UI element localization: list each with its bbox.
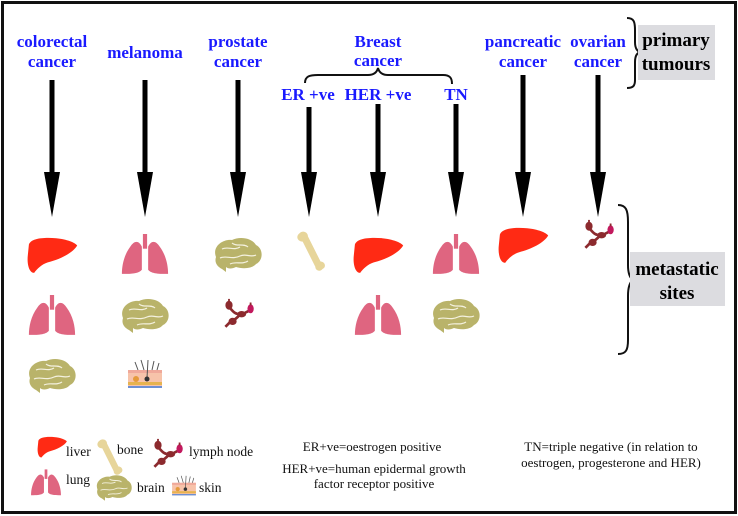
cancer-label-colorectal: cancer bbox=[28, 52, 77, 71]
brain-icon bbox=[432, 298, 481, 334]
lymph-node-icon bbox=[584, 218, 616, 250]
cancer-label-colorectal: colorectal bbox=[17, 32, 88, 51]
liver-icon bbox=[353, 237, 404, 273]
arrow-head bbox=[370, 172, 386, 217]
note-tn-line1: TN=triple negative (in relation to bbox=[524, 439, 697, 454]
arrow-head bbox=[230, 172, 246, 217]
note-er: ER+ve=oestrogen positive bbox=[303, 439, 442, 454]
note-tn-line2: oestrogen, progesterone and HER) bbox=[521, 455, 701, 470]
legend-lung-label: lung bbox=[66, 472, 90, 487]
breast-brace bbox=[304, 67, 453, 85]
cancer-label-pancreatic: cancer bbox=[499, 52, 548, 71]
legend-lymph-node-icon bbox=[153, 437, 185, 469]
arrow-shaft bbox=[375, 104, 381, 172]
legend-lung-icon bbox=[31, 469, 61, 496]
arrow-prostate bbox=[230, 80, 246, 217]
liver-icon bbox=[498, 227, 549, 263]
lung-icon bbox=[121, 234, 169, 274]
abbreviation-notes: ER+ve=oestrogen positive HER+ve=human ep… bbox=[282, 439, 701, 491]
legend-bone-label: bone bbox=[117, 442, 143, 457]
arrow-shaft bbox=[453, 104, 459, 172]
primary-label-box bbox=[638, 25, 715, 80]
cancer-label-breast-er: ER +ve bbox=[281, 85, 335, 104]
cancer-label-ovarian: cancer bbox=[574, 52, 623, 71]
legend-liver-label: liver bbox=[66, 444, 91, 459]
arrow-melanoma bbox=[137, 80, 153, 217]
arrow-shaft bbox=[235, 80, 241, 172]
primary-label-line1: primary bbox=[642, 30, 710, 51]
cancer-label-pancreatic: pancreatic bbox=[485, 32, 562, 51]
arrow-shaft bbox=[142, 80, 148, 172]
bone-icon bbox=[297, 231, 325, 271]
arrow-head bbox=[301, 172, 317, 217]
breast-label-line2: cancer bbox=[354, 51, 403, 70]
arrows bbox=[44, 75, 606, 217]
cancer-label-ovarian: ovarian bbox=[570, 32, 626, 51]
arrow-head bbox=[137, 172, 153, 217]
lung-icon bbox=[354, 295, 402, 335]
brain-icon bbox=[121, 298, 170, 334]
brain-icon bbox=[28, 358, 77, 394]
legend: liver bone lymph node lung brain skin bbox=[31, 436, 253, 502]
arrow-head bbox=[448, 172, 464, 217]
arrow-head bbox=[590, 172, 606, 217]
cancer-label-prostate: cancer bbox=[214, 52, 263, 71]
liver-icon bbox=[27, 237, 78, 273]
legend-skin-label: skin bbox=[199, 480, 222, 495]
lung-icon bbox=[28, 295, 76, 335]
arrow-pancreatic bbox=[515, 75, 531, 217]
note-her-line2: factor receptor positive bbox=[314, 476, 435, 491]
arrow-breast-tn bbox=[448, 104, 464, 217]
arrow-ovarian bbox=[590, 75, 606, 217]
note-her-line1: HER+ve=human epidermal growth bbox=[282, 461, 466, 476]
arrow-breast-her bbox=[370, 104, 386, 217]
legend-skin-icon bbox=[171, 475, 197, 496]
cancer-label-breast-tn: TN bbox=[444, 85, 468, 104]
arrow-shaft bbox=[595, 75, 601, 172]
arrow-shaft bbox=[520, 75, 526, 172]
brain-icon bbox=[214, 237, 263, 273]
metastatic-label-line2: sites bbox=[660, 283, 695, 304]
lung-icon bbox=[432, 234, 480, 274]
legend-liver-icon bbox=[37, 436, 67, 458]
legend-brain-icon bbox=[96, 474, 133, 502]
lymph-node-icon bbox=[224, 297, 256, 329]
metastatic-sites bbox=[27, 218, 616, 394]
arrow-head bbox=[515, 172, 531, 217]
breast-label-line1: Breast bbox=[355, 32, 402, 51]
metastatic-label-box bbox=[630, 252, 725, 306]
cancer-label-breast-her: HER +ve bbox=[345, 85, 412, 104]
arrow-head bbox=[44, 172, 60, 217]
primary-label-line2: tumours bbox=[642, 54, 711, 75]
cancer-label-melanoma: melanoma bbox=[107, 43, 183, 62]
arrow-shaft bbox=[49, 80, 55, 172]
legend-lymph-node-label: lymph node bbox=[189, 444, 253, 459]
legend-brain-label: brain bbox=[137, 480, 165, 495]
cancer-label-prostate: prostate bbox=[208, 32, 268, 51]
arrow-colorectal bbox=[44, 80, 60, 217]
metastatic-label-line1: metastatic bbox=[635, 259, 718, 280]
arrow-shaft bbox=[306, 107, 312, 172]
arrow-breast-er bbox=[301, 107, 317, 217]
skin-icon bbox=[127, 359, 163, 389]
